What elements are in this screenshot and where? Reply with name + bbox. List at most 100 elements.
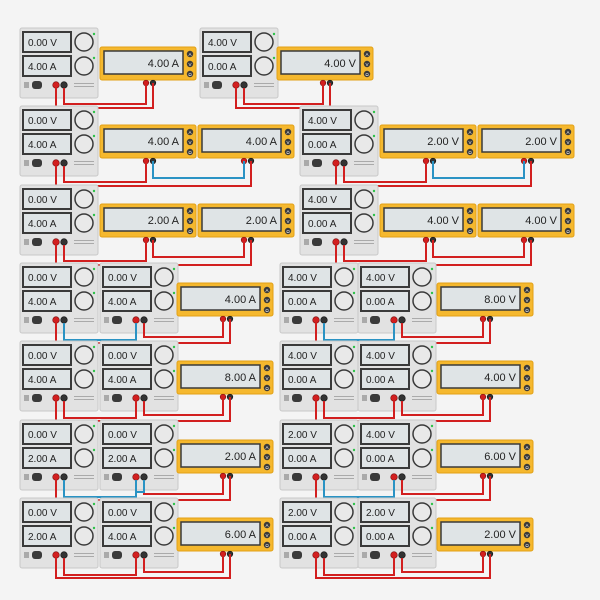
current-knob[interactable] — [74, 369, 94, 389]
mode-button-2[interactable] — [186, 148, 194, 156]
power-switch[interactable] — [212, 81, 222, 89]
voltage-knob[interactable] — [74, 32, 94, 52]
voltage-knob[interactable] — [354, 189, 374, 209]
positive-terminal[interactable] — [52, 81, 60, 89]
mode-button-0[interactable] — [564, 128, 572, 136]
negative-terminal[interactable] — [140, 316, 148, 324]
current-knob[interactable] — [334, 369, 354, 389]
mode-button-2[interactable] — [186, 70, 194, 78]
mode-button-0[interactable] — [284, 128, 292, 136]
power-switch[interactable] — [292, 473, 302, 481]
negative-terminal[interactable] — [60, 238, 68, 246]
current-knob[interactable] — [354, 134, 374, 154]
voltage-knob[interactable] — [154, 424, 174, 444]
negative-terminal[interactable] — [60, 394, 68, 402]
power-switch[interactable] — [312, 238, 322, 246]
mode-button-1[interactable] — [284, 217, 292, 225]
mode-button-1[interactable] — [263, 531, 271, 539]
current-knob[interactable] — [334, 291, 354, 311]
current-knob[interactable] — [74, 213, 94, 233]
current-knob[interactable] — [154, 291, 174, 311]
negative-terminal[interactable] — [320, 394, 328, 402]
positive-terminal[interactable] — [52, 316, 60, 324]
power-switch[interactable] — [292, 316, 302, 324]
power-switch[interactable] — [370, 551, 380, 559]
power-switch[interactable] — [32, 551, 42, 559]
mode-button-2[interactable] — [564, 148, 572, 156]
mode-button-0[interactable] — [186, 128, 194, 136]
positive-terminal[interactable] — [312, 473, 320, 481]
negative-terminal[interactable] — [240, 81, 248, 89]
mode-button-0[interactable] — [564, 207, 572, 215]
voltage-knob[interactable] — [412, 345, 432, 365]
mode-button-1[interactable] — [523, 374, 531, 382]
mode-button-0[interactable] — [284, 207, 292, 215]
current-knob[interactable] — [254, 56, 274, 76]
negative-terminal[interactable] — [398, 316, 406, 324]
mode-button-1[interactable] — [186, 138, 194, 146]
power-switch[interactable] — [112, 551, 122, 559]
power-switch[interactable] — [370, 473, 380, 481]
mode-button-2[interactable] — [263, 384, 271, 392]
positive-terminal[interactable] — [52, 159, 60, 167]
power-switch[interactable] — [312, 159, 322, 167]
mode-button-0[interactable] — [466, 128, 474, 136]
power-switch[interactable] — [32, 81, 42, 89]
mode-button-1[interactable] — [466, 138, 474, 146]
negative-terminal[interactable] — [320, 316, 328, 324]
negative-terminal[interactable] — [60, 159, 68, 167]
mode-button-2[interactable] — [466, 148, 474, 156]
voltage-knob[interactable] — [74, 267, 94, 287]
mode-button-2[interactable] — [523, 384, 531, 392]
current-knob[interactable] — [74, 56, 94, 76]
mode-button-2[interactable] — [263, 463, 271, 471]
voltage-knob[interactable] — [74, 424, 94, 444]
current-knob[interactable] — [74, 448, 94, 468]
mode-button-2[interactable] — [186, 227, 194, 235]
positive-terminal[interactable] — [52, 238, 60, 246]
mode-button-2[interactable] — [523, 463, 531, 471]
positive-terminal[interactable] — [132, 551, 140, 559]
positive-terminal[interactable] — [390, 316, 398, 324]
current-knob[interactable] — [412, 526, 432, 546]
negative-terminal[interactable] — [398, 551, 406, 559]
voltage-knob[interactable] — [334, 424, 354, 444]
current-knob[interactable] — [412, 291, 432, 311]
voltage-knob[interactable] — [354, 110, 374, 130]
current-knob[interactable] — [334, 448, 354, 468]
mode-button-1[interactable] — [523, 296, 531, 304]
mode-button-0[interactable] — [263, 521, 271, 529]
mode-button-0[interactable] — [523, 364, 531, 372]
positive-terminal[interactable] — [312, 316, 320, 324]
current-knob[interactable] — [154, 448, 174, 468]
mode-button-2[interactable] — [284, 148, 292, 156]
mode-button-1[interactable] — [466, 217, 474, 225]
positive-terminal[interactable] — [332, 238, 340, 246]
mode-button-2[interactable] — [564, 227, 572, 235]
mode-button-0[interactable] — [263, 364, 271, 372]
negative-terminal[interactable] — [398, 473, 406, 481]
positive-terminal[interactable] — [332, 159, 340, 167]
voltage-knob[interactable] — [154, 267, 174, 287]
voltage-knob[interactable] — [74, 110, 94, 130]
mode-button-0[interactable] — [263, 443, 271, 451]
current-knob[interactable] — [412, 448, 432, 468]
negative-terminal[interactable] — [340, 159, 348, 167]
voltage-knob[interactable] — [74, 502, 94, 522]
voltage-knob[interactable] — [74, 189, 94, 209]
power-switch[interactable] — [292, 551, 302, 559]
current-knob[interactable] — [412, 369, 432, 389]
power-switch[interactable] — [112, 316, 122, 324]
power-switch[interactable] — [370, 316, 380, 324]
negative-terminal[interactable] — [60, 473, 68, 481]
positive-terminal[interactable] — [390, 394, 398, 402]
current-knob[interactable] — [74, 526, 94, 546]
current-knob[interactable] — [74, 134, 94, 154]
mode-button-1[interactable] — [263, 374, 271, 382]
voltage-knob[interactable] — [334, 502, 354, 522]
negative-terminal[interactable] — [140, 394, 148, 402]
power-switch[interactable] — [32, 316, 42, 324]
positive-terminal[interactable] — [132, 316, 140, 324]
mode-button-1[interactable] — [186, 60, 194, 68]
mode-button-2[interactable] — [284, 227, 292, 235]
